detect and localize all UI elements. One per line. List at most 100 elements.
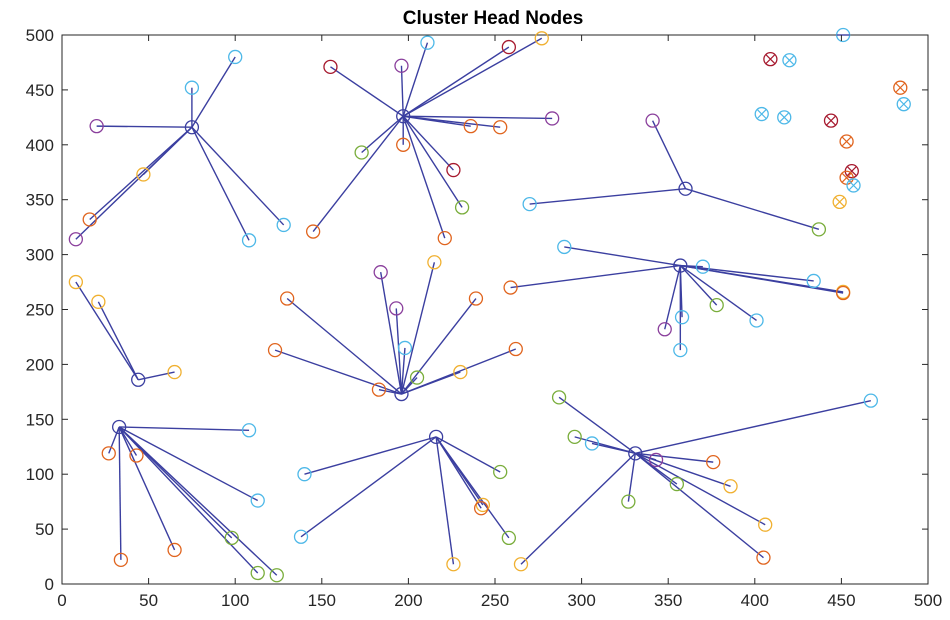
cluster-head-node (184, 120, 200, 135)
y-tick-label: 450 (26, 81, 54, 100)
member-node (91, 294, 106, 309)
cluster-link (685, 188, 820, 231)
cluster-link (510, 264, 681, 289)
sensor-nodes (68, 27, 911, 583)
cluster-link (591, 442, 636, 455)
cluster-link (680, 264, 844, 294)
x-tick-label: 250 (481, 591, 509, 610)
cluster-link (118, 426, 176, 551)
cluster-link (435, 436, 501, 473)
cluster-link (402, 116, 446, 239)
member-node (113, 552, 129, 567)
member-node (68, 232, 84, 247)
cluster-link (529, 188, 686, 205)
member-node (508, 341, 523, 357)
isolated-node (846, 178, 861, 193)
x-tick-label: 450 (827, 591, 855, 610)
isolated-node (893, 80, 908, 95)
cluster-link (191, 126, 250, 241)
member-node (267, 342, 283, 358)
isolated-node-cross (841, 136, 852, 147)
member-node (584, 436, 600, 451)
member-node (276, 217, 291, 233)
member-node (280, 291, 295, 306)
member-node (446, 162, 461, 178)
cluster-head-node (428, 429, 444, 445)
member-node (397, 340, 413, 356)
cluster-link (664, 265, 682, 330)
isolated-node-cross (779, 112, 789, 122)
cluster-link (118, 426, 122, 560)
member-node (835, 285, 851, 301)
member-node (551, 390, 567, 405)
member-node (297, 467, 312, 482)
member-node (657, 322, 672, 337)
member-node (468, 291, 484, 306)
cluster-link (97, 301, 139, 381)
member-node (501, 530, 517, 546)
cluster-link (679, 265, 718, 306)
isolated-node (896, 97, 911, 112)
cluster-link (400, 298, 477, 395)
x-tick-label: 300 (567, 591, 595, 610)
member-node (420, 35, 435, 50)
member-node (513, 557, 529, 572)
cluster-link (403, 115, 553, 120)
cluster-link (635, 399, 871, 455)
cluster-link (379, 272, 403, 395)
isolated-node-cross (848, 180, 859, 191)
member-node (522, 196, 537, 212)
cluster-link (118, 426, 259, 502)
member-node (354, 145, 369, 160)
member-node (394, 58, 409, 73)
cluster-link (400, 262, 436, 395)
member-node (250, 565, 265, 581)
cluster-link (402, 37, 543, 117)
y-tick-label: 100 (26, 465, 54, 484)
cluster-link (402, 46, 510, 117)
x-tick-label: 400 (741, 591, 769, 610)
cluster-link (400, 347, 406, 395)
member-node (68, 274, 84, 290)
cluster-link (634, 452, 766, 526)
cluster-link (286, 297, 402, 395)
member-node (305, 224, 321, 239)
cluster-link (378, 388, 402, 395)
member-node (501, 39, 517, 55)
cluster-link (400, 65, 404, 117)
cluster-link (330, 66, 404, 117)
y-tick-label: 250 (26, 301, 54, 320)
isolated-node-cross (826, 116, 836, 126)
member-node (475, 497, 491, 513)
cluster-link (402, 42, 429, 117)
member-node (82, 212, 97, 227)
member-node (463, 118, 478, 134)
member-node (811, 222, 827, 237)
cluster-link (402, 115, 454, 171)
member-node (228, 49, 243, 65)
cluster-link (679, 265, 757, 322)
member-node (674, 310, 690, 325)
member-node (136, 167, 151, 182)
x-tick-label: 500 (914, 591, 942, 610)
isolated-node-cross (847, 166, 857, 176)
cluster-link (435, 436, 455, 565)
cluster-link (191, 56, 236, 128)
member-node (545, 111, 560, 126)
cluster-head-node (673, 258, 688, 273)
member-node (446, 557, 461, 572)
y-tick-label: 150 (26, 410, 54, 429)
cluster-link (635, 452, 731, 487)
cluster-link (119, 426, 250, 431)
member-node (454, 200, 470, 215)
isolated-node (782, 53, 797, 68)
member-node (806, 273, 821, 289)
isolated-node (777, 110, 792, 125)
member-node (453, 364, 468, 380)
cluster-link (274, 349, 402, 395)
isolated-node (754, 106, 769, 122)
member-node (167, 364, 182, 380)
cluster-head-node (131, 372, 146, 387)
member-node (493, 464, 508, 480)
